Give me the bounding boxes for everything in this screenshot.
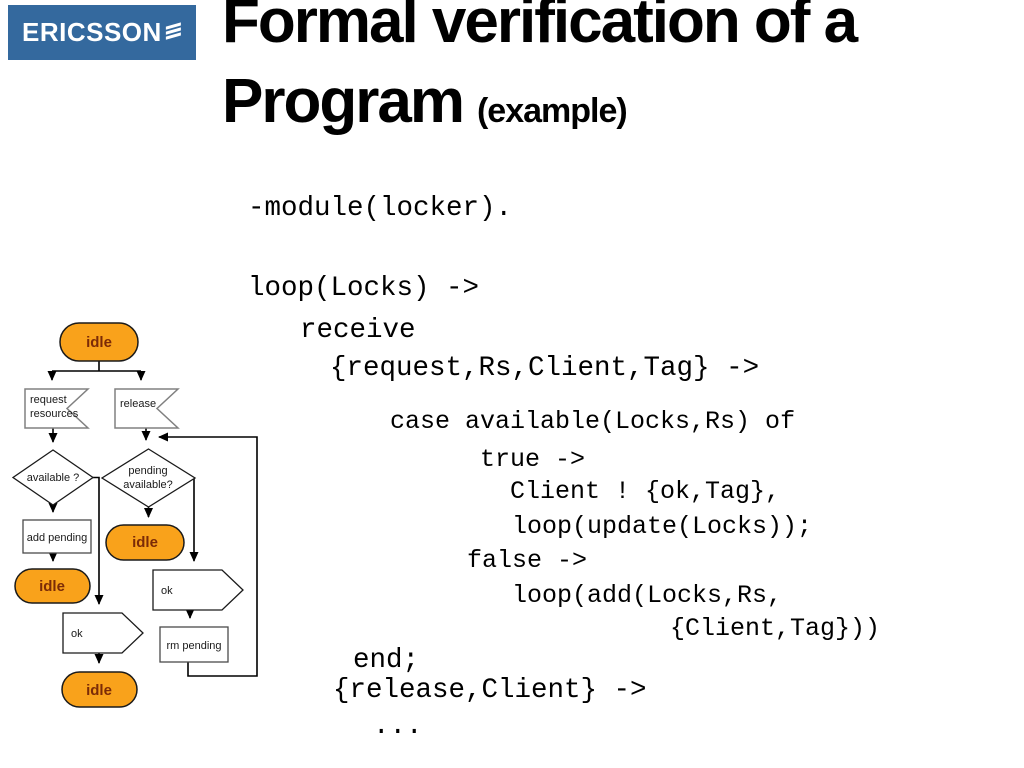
ericsson-logo: ERICSSON (8, 5, 196, 60)
code-line: ... (373, 711, 423, 742)
svg-text:ok: ok (161, 585, 173, 597)
svg-text:request: request (30, 394, 67, 406)
code-line: {request,Rs,Client,Tag} -> (330, 353, 760, 384)
code-line: case available(Locks,Rs) of (390, 407, 796, 436)
code-line: Client ! {ok,Tag}, (510, 477, 781, 506)
flow-node-idle-bottom: idle (61, 671, 138, 708)
page-title-line2-suffix: (example) (476, 92, 628, 130)
code-line: true -> (480, 445, 586, 474)
flow-node-release: release (114, 388, 180, 429)
feedback-line (158, 432, 258, 677)
flow-node-available: available ? (11, 449, 95, 506)
code-line: loop(Locks) -> (248, 273, 480, 304)
flow-node-rm-pending: rm pending (159, 626, 229, 663)
page-title-line2-main: Program (222, 67, 465, 136)
page-title-line1: Formal verification of a (222, 0, 858, 56)
code-line: -module(locker). (248, 193, 513, 224)
flow-node-idle-mid: idle (105, 524, 185, 561)
flow-node-idle-left: idle (14, 568, 91, 604)
svg-text:idle: idle (132, 534, 158, 551)
flow-node-ok-mid: ok (62, 612, 144, 654)
flow-node-idle-top: idle (59, 322, 139, 362)
ericsson-wordmark: ERICSSON (22, 17, 162, 47)
code-line: end; (353, 645, 420, 676)
svg-text:pending: pending (128, 465, 167, 477)
flow-node-request-resources: request resources (24, 388, 90, 429)
ericsson-bars-icon (165, 21, 181, 40)
flowchart: idle request resources release available… (11, 322, 258, 708)
flow-node-pending-available: pending available? (100, 448, 197, 508)
svg-text:available ?: available ? (27, 472, 80, 484)
code-line: false -> (467, 546, 588, 575)
svg-text:idle: idle (86, 334, 112, 351)
svg-text:rm pending: rm pending (166, 640, 221, 652)
svg-text:available?: available? (123, 479, 173, 491)
svg-text:add pending: add pending (27, 532, 88, 544)
code-line: loop(add(Locks,Rs, (512, 581, 783, 610)
flow-node-ok-right: ok (152, 569, 244, 611)
svg-text:resources: resources (30, 408, 79, 420)
svg-text:release: release (120, 398, 156, 410)
code-line: {release,Client} -> (333, 675, 647, 706)
code-line: {Client,Tag})) (670, 614, 881, 643)
flow-node-add-pending: add pending (22, 519, 92, 554)
code-line: receive (300, 315, 416, 346)
page-title-line2: Program (example) (222, 66, 628, 137)
svg-text:idle: idle (86, 682, 112, 699)
svg-text:idle: idle (39, 578, 65, 595)
flow-connectors (47, 361, 258, 677)
svg-text:ok: ok (71, 628, 83, 640)
code-line: loop(update(Locks)); (512, 512, 813, 541)
